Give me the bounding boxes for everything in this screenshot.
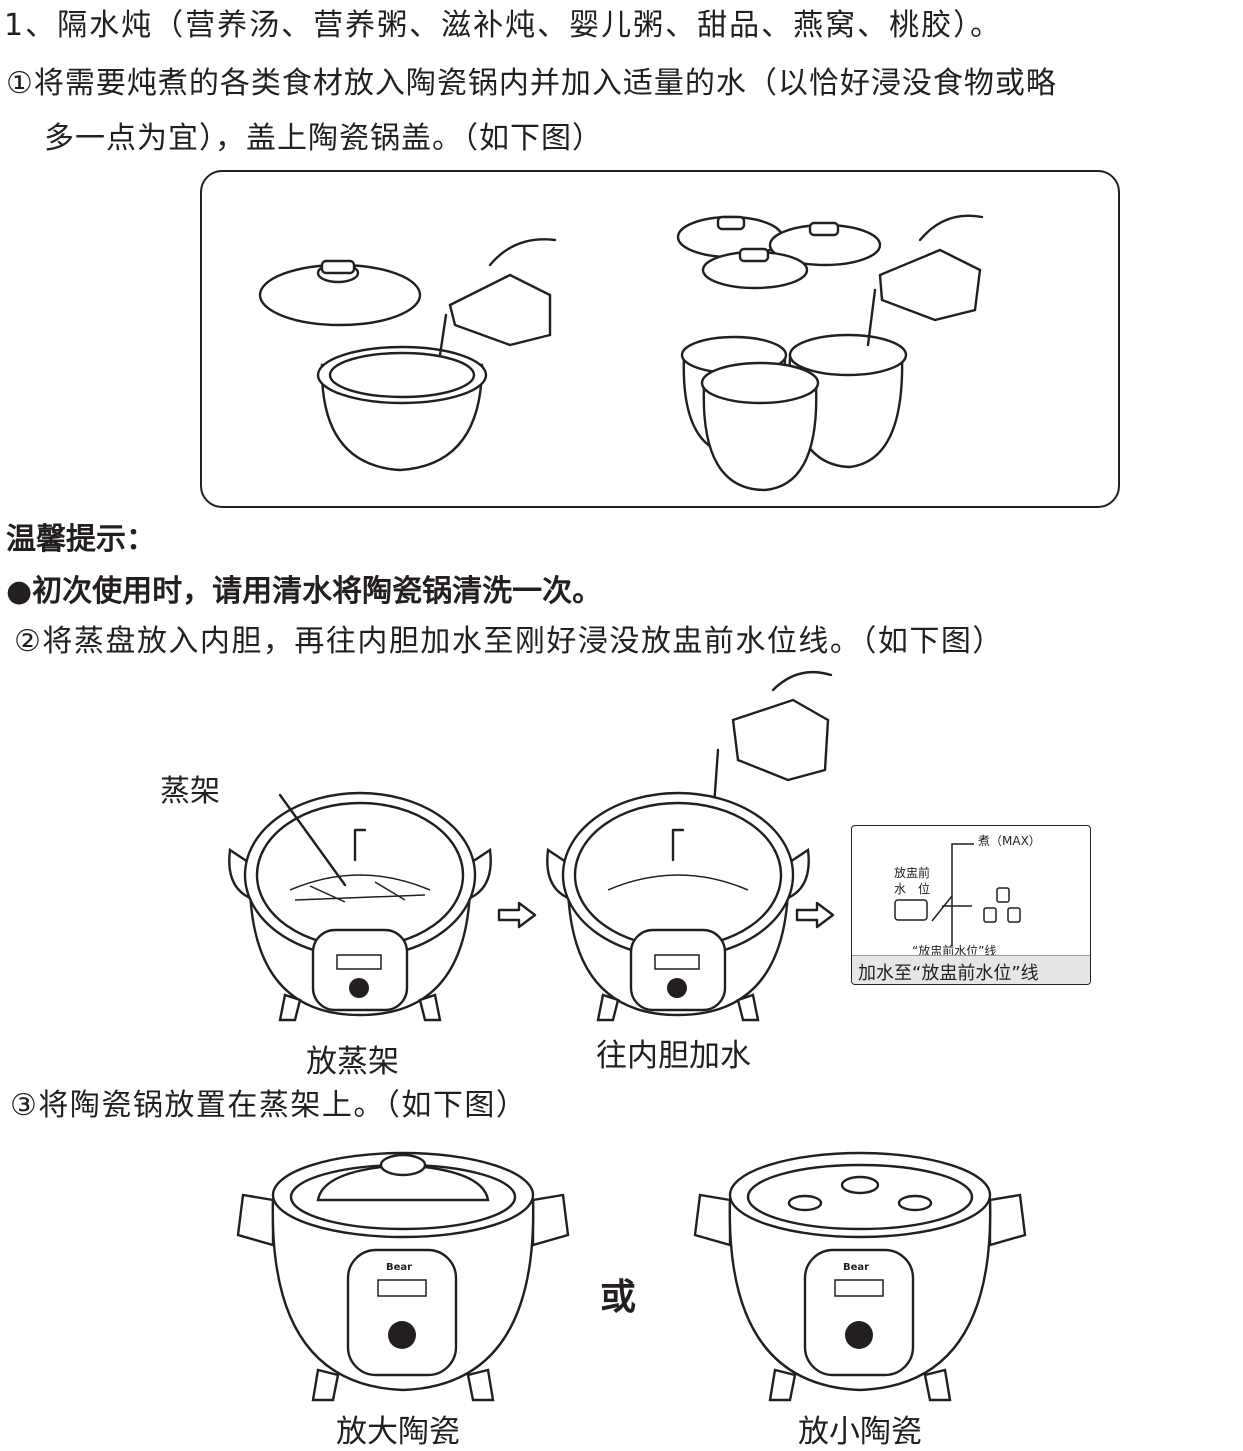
brand-label: Bear [386,1262,412,1273]
caption-place-rack: 放蒸架 [306,1044,399,1080]
caption-large-pot: 放大陶瓷 [336,1414,460,1450]
label-steam-rack: 蒸架 [160,774,220,809]
inset-line-label: “放盅前水位”线 [912,944,997,958]
inset-caption-bar: 加水至“放盅前水位”线 [852,955,1090,984]
illustration-frame-pots [200,170,1120,508]
tips-item: ●初次使用时，请用清水将陶瓷锅清洗一次。 [6,574,603,609]
arrow-right-icon [795,901,835,929]
water-level-diagram [894,843,1021,946]
step1-line1: ①将需要炖煮的各类食材放入陶瓷锅内并加入适量的水（以恰好浸没食物或略 [6,66,1057,101]
tips-title: 温馨提示： [6,522,156,557]
step3-text: ③将陶瓷锅放置在蒸架上。（如下图） [10,1088,528,1123]
step1-line2: 多一点为宜），盖上陶瓷锅盖。（如下图） [44,121,603,156]
caption-add-water: 往内胆加水 [596,1038,751,1074]
section1-heading: 1、隔水炖（营养汤、营养粥、滋补炖、婴儿粥、甜品、燕窝、桃胶）。 [4,8,1003,43]
step2-text: ②将蒸盘放入内胆，再往内胆加水至刚好浸没放盅前水位线。（如下图） [14,624,1004,659]
illustration-cooker-large-pot: Bear [236,1151,570,1402]
illustration-cooker-small-pots: Bear [693,1151,1027,1402]
illustration-cooker-add-water [546,671,833,1022]
arrow-right-icon [497,901,537,929]
inset-pre-label-2: 水 位 [894,882,931,896]
water-level-inset: 煮（MAX） 放盅前 水 位 “放盅前水位”线 加水至“放盅前水位”线 [851,825,1091,985]
or-label: 或 [600,1277,637,1318]
illustration-cooker-with-rack [228,791,492,1022]
inset-max-label: 煮（MAX） [978,834,1041,848]
brand-label: Bear [843,1262,869,1273]
inset-pre-label-1: 放盅前 [894,866,931,880]
inset-caption: 加水至“放盅前水位”线 [858,963,1039,984]
caption-small-pot: 放小陶瓷 [798,1414,922,1450]
illustration-large-pot [258,238,557,472]
illustration-small-pots [676,214,984,492]
